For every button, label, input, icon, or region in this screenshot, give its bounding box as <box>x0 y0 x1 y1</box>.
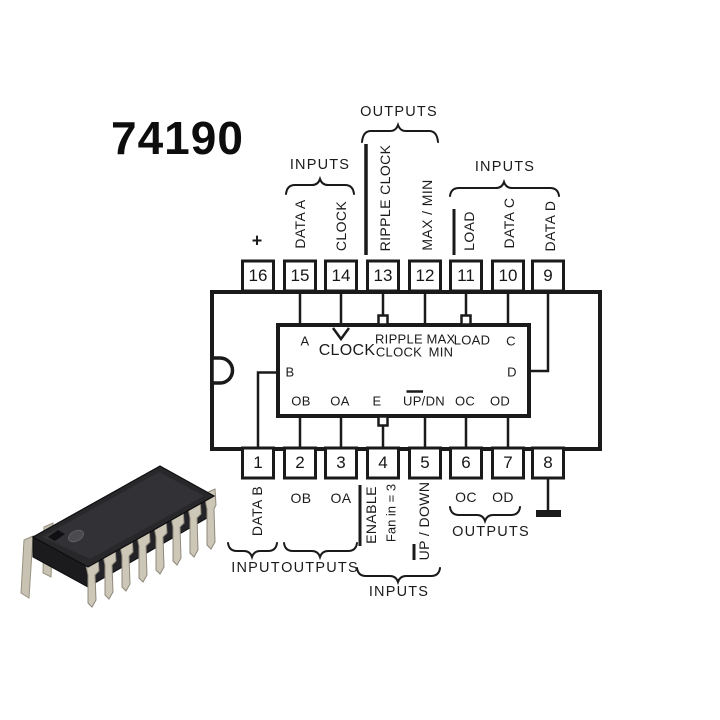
brace-inputs-bottom-middle <box>356 567 441 586</box>
internal-a: A <box>300 333 310 349</box>
pin2-label-ob: OB <box>290 490 312 506</box>
pin4-note-fan-in: Fan in = 3 <box>383 483 399 543</box>
internal-ripple-line1: RIPPLE <box>374 331 424 347</box>
vcc-plus-label: + <box>251 230 263 251</box>
pin14-label-clock: CLOCK <box>333 200 349 252</box>
pin11-label-load: LOAD <box>461 211 477 251</box>
pin-number-11: 11 <box>457 266 475 285</box>
pin12-label-max-min: MAX / MIN <box>419 179 435 251</box>
internal-od: OD <box>489 393 511 409</box>
brace-input-bottom-left <box>227 542 278 561</box>
pin6-label-oc: OC <box>455 489 477 505</box>
group-braces <box>227 121 560 586</box>
load-square-icon <box>460 314 472 326</box>
pin-number-9: 9 <box>543 266 553 285</box>
internal-c: C <box>506 333 516 349</box>
chip-front-pins <box>84 488 217 608</box>
chip-back-pin <box>20 535 34 599</box>
pin15-label-data-a: DATA A <box>292 199 308 249</box>
internal-min: MIN <box>428 344 454 359</box>
pin-number-6: 6 <box>461 453 471 472</box>
internal-d: D <box>507 364 517 380</box>
pin13-label-ripple-clock: RIPPLE CLOCK <box>377 144 393 252</box>
internal-ripple-clock: RIPPLE CLOCK <box>374 331 424 359</box>
bottom-pin-boxes <box>241 446 565 480</box>
enable-square-icon <box>377 415 389 427</box>
internal-oc: OC <box>454 393 476 409</box>
internal-block-outline <box>276 323 531 418</box>
brace-outputs-top <box>361 121 439 143</box>
b-to-pin1-wire <box>256 371 276 448</box>
group-inputs-top-right: INPUTS <box>474 159 536 175</box>
pin9-label-data-d: DATA D <box>542 200 558 252</box>
chip-dimple-mark <box>68 529 84 543</box>
pin-number-3: 3 <box>336 453 346 472</box>
pin-number-14: 14 <box>331 266 351 285</box>
internal-max-min: MAX MIN <box>426 331 456 359</box>
pin5-label-up-down: UP / DOWN <box>416 481 432 561</box>
internal-e: E <box>372 393 382 409</box>
pin-number-8: 8 <box>543 453 553 472</box>
pin7-label-od: OD <box>492 489 514 505</box>
pin-number-5: 5 <box>420 453 430 472</box>
bottom-pin-wires <box>256 371 510 448</box>
clock-edge-triangle-icon <box>331 327 351 342</box>
pin-number-4: 4 <box>378 453 388 472</box>
internal-updn: UP/DN <box>403 393 445 409</box>
chip-notch-mark <box>48 530 65 541</box>
group-inputs-bottom-middle: INPUTS <box>368 584 430 600</box>
internal-clock: CLOCK <box>318 342 376 359</box>
ripple-clock-square-icon <box>377 314 389 326</box>
brace-outputs-bottom-right <box>449 506 521 525</box>
group-outputs-bottom-left: OUTPUTS <box>281 560 359 576</box>
ground-symbol-icon <box>536 478 561 517</box>
top-pin-boxes <box>241 259 565 293</box>
pin-number-13: 13 <box>373 266 393 285</box>
group-input-bottom-left: INPUT <box>231 560 281 576</box>
internal-ripple-line2: CLOCK <box>375 344 423 359</box>
dip16-package-photo <box>20 465 217 608</box>
top-pin-wires <box>298 291 550 373</box>
group-outputs-bottom-right: OUTPUTS <box>452 524 530 540</box>
pin10-label-data-c: DATA C <box>501 197 517 249</box>
pin1-notch-icon <box>210 356 235 385</box>
group-outputs-top: OUTPUTS <box>360 104 438 120</box>
pin-number-10: 10 <box>498 266 518 285</box>
internal-load: LOAD <box>453 332 491 348</box>
internal-b: B <box>285 364 295 380</box>
brace-inputs-top-left <box>285 175 355 195</box>
pin-number-2: 2 <box>295 453 305 472</box>
internal-ob: OB <box>291 393 311 409</box>
pin-number-15: 15 <box>290 266 310 285</box>
pin1-label-data-b: DATA B <box>249 485 265 537</box>
internal-max: MAX <box>426 331 456 347</box>
pin9-to-d-wire <box>531 291 550 373</box>
pin-number-12: 12 <box>415 266 435 285</box>
pin-number-1: 1 <box>253 453 263 472</box>
pin-number-16: 16 <box>248 266 268 285</box>
pin-number-7: 7 <box>503 453 513 472</box>
brace-outputs-bottom-left <box>283 542 358 561</box>
pin3-label-oa: OA <box>330 490 352 506</box>
page-title: 74190 <box>111 112 244 164</box>
pin4-label-enable: ENABLE <box>363 486 379 544</box>
internal-oa: OA <box>330 393 350 409</box>
group-inputs-top-left: INPUTS <box>289 157 351 173</box>
brace-inputs-top-right <box>449 178 560 197</box>
